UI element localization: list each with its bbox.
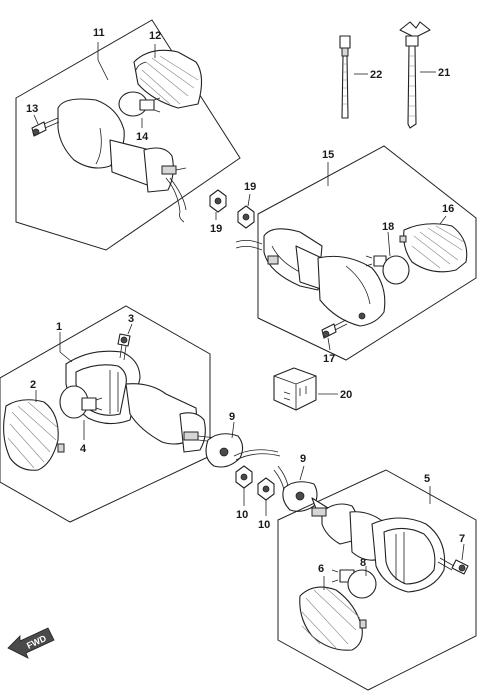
part-13-screw <box>31 117 60 137</box>
callout-19-lower: 19 <box>210 223 222 235</box>
assembly-11-turn-signal: 11 12 13 14 <box>15 19 241 251</box>
callout-9-right: 9 <box>300 453 306 465</box>
part-9-seal-right: 9 <box>273 453 318 512</box>
part-4-bulb <box>59 385 103 419</box>
callout-2: 2 <box>30 379 36 391</box>
part-21-cable-tie-clip: 21 <box>399 21 450 129</box>
callout-19-upper: 19 <box>244 181 256 193</box>
callout-6: 6 <box>318 563 324 575</box>
panel-11 <box>15 19 241 251</box>
callout-12: 12 <box>149 30 161 42</box>
callout-20: 20 <box>340 389 352 401</box>
callout-16: 16 <box>442 203 454 215</box>
part-5-housing <box>311 497 446 593</box>
part-20-relay: 20 <box>273 367 352 411</box>
callout-21: 21 <box>438 67 450 79</box>
callout-4: 4 <box>80 443 87 455</box>
callout-3: 3 <box>128 313 134 325</box>
part-15-housing <box>235 228 386 327</box>
assembly-1-turn-signal: 1 2 3 4 <box>0 305 217 523</box>
forward-direction-arrow: FWD <box>7 627 55 659</box>
part-10-nut-right: 10 <box>257 477 275 531</box>
callout-17: 17 <box>323 353 335 365</box>
part-17-screw <box>321 319 348 339</box>
part-8-bulb <box>331 569 377 599</box>
callout-15: 15 <box>322 149 334 161</box>
part-9-seal-left: 9 <box>205 411 281 468</box>
part-19-nuts: 19 19 <box>209 181 256 235</box>
callout-13: 13 <box>26 103 38 115</box>
assembly-15-turn-signal: 15 16 18 17 <box>235 145 477 365</box>
callout-9-left: 9 <box>229 411 235 423</box>
panel-5 <box>277 469 477 691</box>
part-2-lens <box>3 399 65 471</box>
part-22-cable-tie: 22 <box>339 35 382 119</box>
part-16-lens <box>399 223 468 273</box>
callout-22: 22 <box>370 69 382 81</box>
callout-14: 14 <box>136 131 149 143</box>
callout-1: 1 <box>56 321 62 333</box>
callout-18: 18 <box>382 221 394 233</box>
callout-5: 5 <box>424 473 430 485</box>
part-18-bulb <box>365 255 410 285</box>
callout-10-right: 10 <box>258 519 270 531</box>
part-11-housing <box>57 98 187 223</box>
part-12-lens <box>133 49 203 109</box>
part-10-nut-left: 10 <box>235 465 253 521</box>
part-19-nut-right <box>237 205 255 229</box>
callout-7: 7 <box>459 533 465 545</box>
fwd-arrow-icon <box>7 627 55 659</box>
callout-8: 8 <box>360 557 366 569</box>
callout-11: 11 <box>93 27 105 39</box>
assembly-5-turn-signal: 5 7 6 8 <box>277 469 477 691</box>
callout-10-left: 10 <box>236 509 248 521</box>
part-14-bulb <box>118 91 161 117</box>
panel-15 <box>257 145 477 361</box>
part-3-screw <box>117 333 131 361</box>
part-6-lens <box>299 586 367 651</box>
part-19-nut-left <box>209 189 227 213</box>
part-7-screw <box>437 557 469 575</box>
